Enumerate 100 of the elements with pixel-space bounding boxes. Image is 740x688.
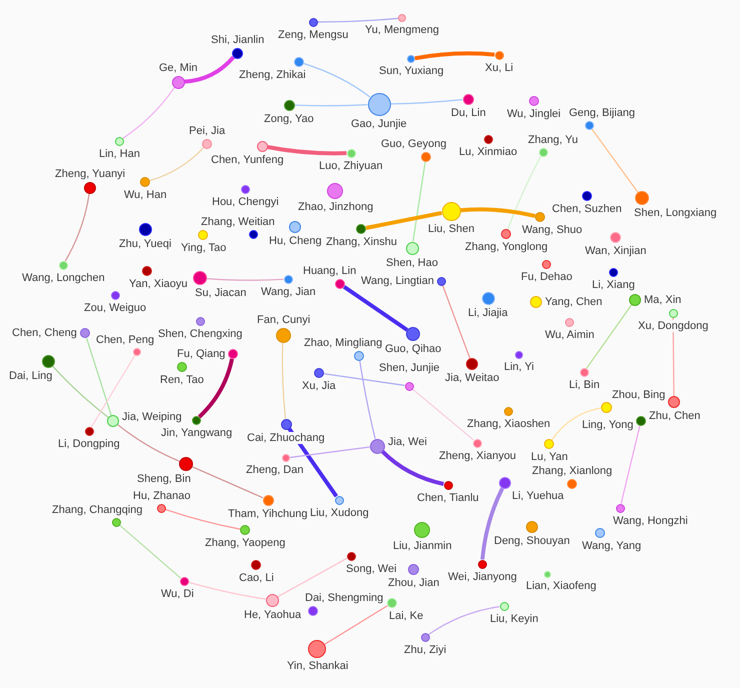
- node-label: Wu, Jinglei: [507, 108, 561, 120]
- link-line: [64, 194, 90, 262]
- link-line: [412, 162, 426, 242]
- node-label: He, Yaohua: [244, 609, 302, 621]
- node-label: Zhu, Chen: [649, 410, 700, 422]
- node-label: Li, Yuehua: [512, 490, 564, 502]
- node-label: Lian, Xiaofeng: [526, 580, 596, 592]
- node-label: Hu, Cheng: [269, 235, 322, 247]
- node-label: Li, Bin: [569, 379, 600, 391]
- node-label: Zhang, Xianlong: [532, 465, 612, 477]
- node-label: Ren, Tao: [160, 374, 204, 386]
- link-line: [282, 342, 286, 419]
- node-label: Zhou, Jian: [388, 577, 440, 589]
- node-label: Ma, Xin: [644, 294, 682, 306]
- node-label: Ge, Min: [159, 62, 198, 74]
- link-line: [507, 156, 542, 230]
- node-label: Cai, Zhuochang: [247, 432, 325, 444]
- node-label: Chen, Suzhen: [552, 203, 622, 215]
- node-label: Zhang, Xinshu: [326, 236, 397, 248]
- node-label: Lin, Yi: [504, 361, 534, 373]
- link-line: [192, 466, 264, 498]
- node-label: Wan, Xinjian: [585, 245, 646, 257]
- link-line: [188, 582, 266, 600]
- link-line: [267, 145, 347, 156]
- node-label: Shen, Longxiang: [634, 207, 717, 219]
- link-line: [184, 56, 235, 84]
- node-label: Lu, Xinmiao: [459, 146, 518, 158]
- link-line: [366, 210, 442, 230]
- node-label: Shi, Jianlin: [211, 34, 264, 46]
- link-line: [304, 62, 370, 98]
- node-label: Chen, Tianlu: [417, 492, 479, 504]
- link-line: [150, 147, 204, 182]
- node-label: Zhang, Yaopeng: [205, 537, 286, 549]
- node-label: Zheng, Zhikai: [239, 69, 306, 81]
- link-line: [324, 373, 405, 386]
- node-label: Zhang, Yu: [528, 134, 578, 146]
- link-line: [318, 18, 398, 23]
- node-label: Fu, Qiang: [177, 348, 226, 360]
- link-line: [428, 606, 500, 635]
- node-label: Zou, Weiguo: [84, 302, 146, 314]
- node-label: Jin, Yangwang: [161, 427, 232, 439]
- node-label: Li, Xiang: [592, 279, 635, 291]
- link-line: [620, 426, 640, 504]
- node-label: Fan, Cunyi: [257, 314, 310, 326]
- node-label: Yin, Shankai: [287, 660, 348, 672]
- node-label: Luo, Zhiyuan: [319, 160, 383, 172]
- node-label: Shen, Junjie: [379, 362, 440, 374]
- link-line: [342, 285, 408, 332]
- node-label: Wang, Shuo: [522, 224, 582, 236]
- node-label: Zhou, Bing: [612, 389, 666, 401]
- node-label: Huang, Lin: [303, 265, 356, 277]
- node-label: Zhang, Yonglong: [465, 241, 548, 253]
- link-line: [119, 524, 181, 579]
- node-label: Li, Dongping: [58, 438, 120, 450]
- link-line: [90, 355, 136, 428]
- node-label: Wu, Aimin: [545, 329, 594, 341]
- link-line: [287, 427, 338, 498]
- link-line: [206, 278, 284, 281]
- link-line: [165, 508, 240, 530]
- node-label: Chen, Yunfeng: [211, 154, 284, 166]
- node-label: Guo, Geyong: [381, 138, 446, 150]
- node-label: Jia, Weiping: [122, 411, 182, 423]
- link-line: [359, 360, 376, 439]
- node-label: Liu, Keyin: [490, 613, 538, 625]
- link-line: [414, 51, 495, 60]
- node-label: Gao, Junjie: [351, 118, 407, 130]
- node-label: Chen, Cheng: [12, 327, 77, 339]
- node-label: Zheng, Dan: [246, 464, 304, 476]
- node-label: Hu, Zhanao: [133, 490, 190, 502]
- node-label: Fu, Dehao: [521, 271, 572, 283]
- link-line: [52, 365, 109, 418]
- node-label: Yang, Chen: [545, 296, 602, 308]
- node-label: Liu, Xudong: [310, 507, 369, 519]
- node-label: Wang, Longchen: [22, 272, 105, 284]
- node-label: Wu, Di: [161, 588, 194, 600]
- node-label: Wu, Han: [124, 189, 167, 201]
- link-line: [290, 446, 370, 458]
- node-label: Geng, Bijiang: [569, 107, 636, 119]
- link-line: [117, 424, 180, 462]
- node-label: Chen, Peng: [96, 334, 154, 346]
- link-line: [277, 558, 348, 598]
- node-label: Zhang, Weitian: [201, 216, 275, 228]
- node-label: Du, Lin: [451, 107, 486, 119]
- link-line: [591, 128, 638, 193]
- node-label: Wei, Jianyong: [448, 571, 517, 583]
- node-label: Shen, Hao: [386, 257, 438, 269]
- node-label: Deng, Shouyan: [494, 535, 570, 547]
- node-label: Wang, Hongzhi: [613, 515, 688, 527]
- node-label: Hou, Chengyi: [212, 196, 279, 208]
- link-line: [198, 358, 234, 418]
- node-label: Wang, Yang: [582, 540, 642, 552]
- node-label: Shen, Chengxing: [158, 328, 242, 340]
- link-line: [551, 407, 601, 440]
- node-label: Zeng, Mengsu: [278, 29, 348, 41]
- node-label: Zheng, Yuanyi: [55, 168, 126, 180]
- node-label: Wang, Lingtian: [361, 275, 434, 287]
- node-label: Sun, Yuxiang: [379, 65, 444, 77]
- node-label: Sheng, Bin: [137, 473, 191, 485]
- node-label: Tham, Yihchung: [228, 508, 308, 520]
- node-label: Xu, Jia: [302, 380, 336, 392]
